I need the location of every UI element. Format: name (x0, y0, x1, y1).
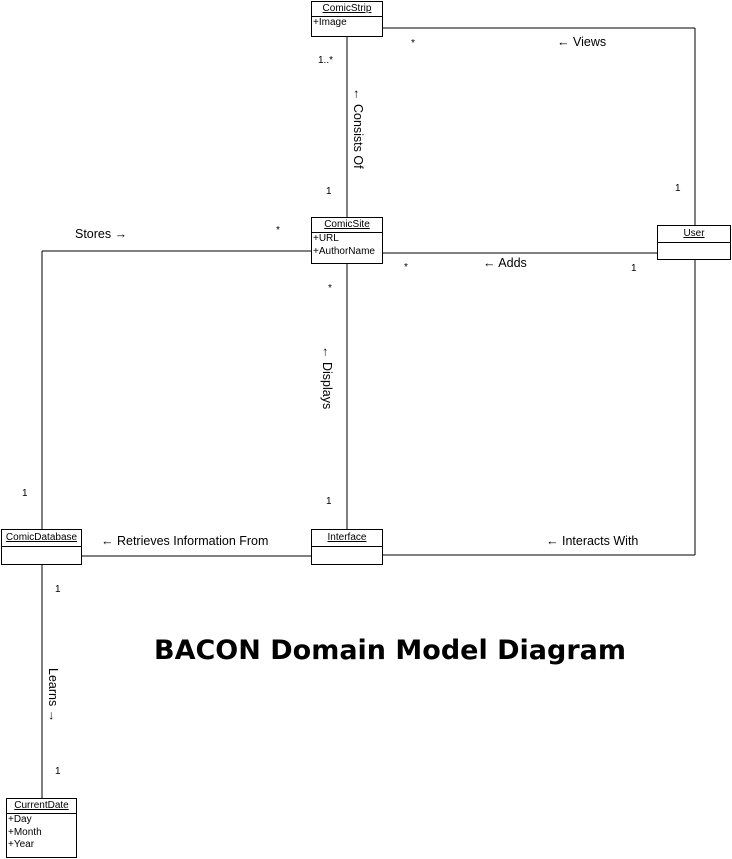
attribute: +Image (313, 17, 347, 28)
multiplicity: * (404, 262, 408, 273)
attribute: +AuthorName (313, 245, 375, 257)
consists-of-label: ← Consists Of (351, 88, 365, 169)
class-user: User (657, 225, 731, 260)
views-label: ← Views (557, 35, 607, 49)
multiplicity: 1 (675, 183, 681, 194)
class-comicdatabase: ComicDatabase (1, 529, 82, 565)
multiplicity: * (411, 38, 415, 49)
multiplicity: 1 (631, 263, 637, 274)
multiplicity: 1 (55, 766, 61, 777)
class-interface: Interface (311, 529, 383, 565)
class-currentdate: CurrentDate +Day +Month +Year (6, 798, 77, 858)
multiplicity: * (276, 225, 280, 236)
multiplicity: * (328, 283, 332, 294)
class-attributes: +Image (312, 17, 382, 30)
interacts-label: ← Interacts With (546, 534, 639, 548)
attribute: +Year (8, 839, 35, 850)
class-comicsite: ComicSite +URL +AuthorName (311, 217, 383, 264)
stores-label: Stores → (75, 227, 128, 241)
class-name: ComicDatabase (2, 530, 81, 547)
class-attributes: +URL +AuthorName (312, 233, 382, 258)
attribute: +Day (8, 814, 32, 825)
class-name: User (658, 226, 730, 243)
retrieves-label: ← Retrieves Information From (101, 534, 269, 548)
class-name: CurrentDate (7, 799, 76, 814)
diagram-title: BACON Domain Model Diagram (154, 635, 627, 666)
class-name: ComicStrip (312, 2, 382, 17)
multiplicity: 1 (55, 584, 61, 595)
multiplicity: 1 (326, 496, 332, 507)
displays-label: ← Displays (320, 346, 334, 410)
multiplicity: 1 (22, 488, 28, 499)
class-attributes: +Day +Month +Year (7, 814, 76, 852)
attribute: +URL (313, 233, 339, 244)
multiplicity: 1..* (318, 55, 334, 66)
attribute: +Month (8, 826, 42, 838)
class-comicstrip: ComicStrip +Image (311, 1, 383, 37)
learns-label: Learns → (46, 668, 60, 723)
adds-label: ← Adds (483, 256, 527, 270)
class-name: Interface (312, 530, 382, 547)
multiplicity: 1 (326, 186, 332, 197)
class-name: ComicSite (312, 218, 382, 233)
